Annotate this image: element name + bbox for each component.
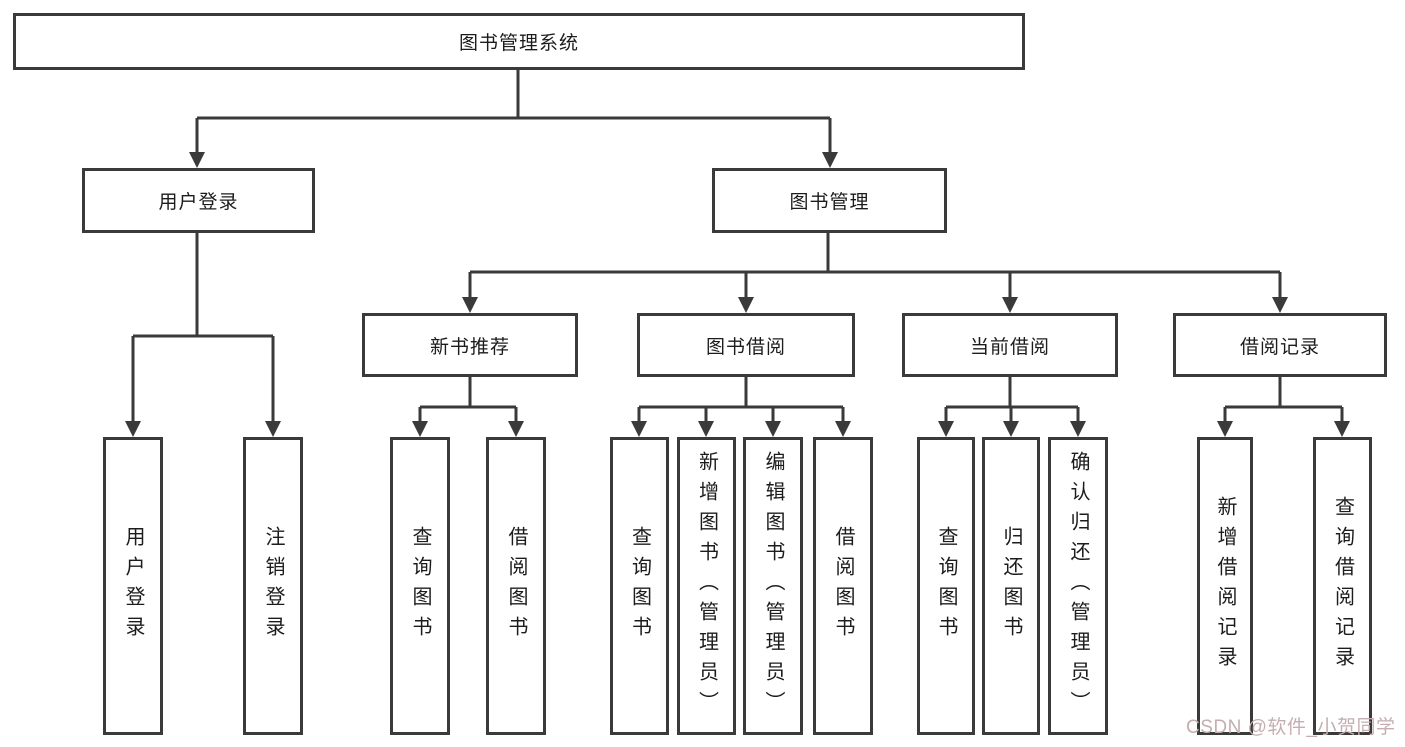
arrow-icon [125, 421, 141, 437]
leaf-query-borrow-record: 查询借阅记录 [1313, 437, 1372, 735]
arrow-icon [631, 421, 647, 437]
arrow-icon [189, 152, 205, 168]
node-book-borrow: 图书借阅 [637, 313, 855, 377]
leaf-add-borrow-record: 新增借阅记录 [1197, 437, 1253, 735]
arrow-icon [1070, 421, 1086, 437]
arrow-icon [1217, 421, 1233, 437]
connector-book-borrow-children [637, 377, 845, 423]
arrow-icon [765, 421, 781, 437]
connector-user-login-children [131, 233, 275, 422]
leaf-borrow-books-recommend: 借阅图书 [486, 437, 546, 735]
connector-borrow-record-children [1223, 377, 1344, 423]
arrow-icon [265, 421, 281, 437]
node-borrow-record: 借阅记录 [1173, 313, 1387, 377]
arrow-icon [1272, 297, 1288, 313]
arrow-icon [462, 297, 478, 313]
csdn-watermark: CSDN @软件_小贺同学 [1186, 717, 1396, 738]
connector-current-borrow-children [944, 377, 1080, 423]
arrow-icon [835, 421, 851, 437]
arrow-icon [822, 152, 838, 168]
arrow-icon [412, 421, 428, 437]
arrow-icon [938, 421, 954, 437]
leaf-query-books-borrow: 查询图书 [610, 437, 669, 735]
leaf-edit-books-admin: 编辑图书（管理员） [743, 437, 803, 735]
node-current-borrow: 当前借阅 [902, 313, 1118, 377]
leaf-user-login: 用户登录 [103, 437, 163, 735]
leaf-borrow-books: 借阅图书 [813, 437, 873, 735]
node-user-login: 用户登录 [82, 168, 315, 233]
leaf-query-books-recommend: 查询图书 [390, 437, 450, 735]
arrow-icon [1002, 297, 1018, 313]
arrow-icon [1003, 421, 1019, 437]
leaf-confirm-return-admin: 确认归还（管理员） [1048, 437, 1108, 735]
leaf-query-books-current: 查询图书 [917, 437, 975, 735]
node-book-management: 图书管理 [712, 168, 947, 233]
connector-new-book-children [418, 377, 518, 423]
arrow-icon [1334, 421, 1350, 437]
arrow-icon [698, 421, 714, 437]
node-library-management-system: 图书管理系统 [13, 13, 1025, 70]
connector-book-management-children [468, 233, 1282, 298]
arrow-icon [738, 297, 754, 313]
leaf-add-books-admin: 新增图书（管理员） [677, 437, 736, 735]
leaf-return-books: 归还图书 [982, 437, 1040, 735]
connector-root-to-level2 [195, 69, 832, 153]
arrow-icon [508, 421, 524, 437]
leaf-logout: 注销登录 [243, 437, 303, 735]
node-new-book-recommend: 新书推荐 [362, 313, 578, 377]
